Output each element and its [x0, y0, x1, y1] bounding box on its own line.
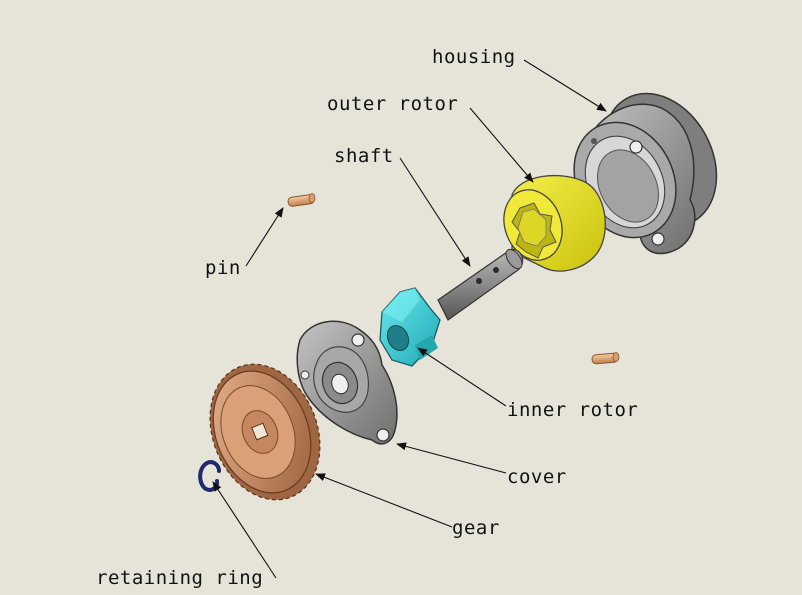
leader-gear	[315, 473, 453, 528]
outer-rotor-part	[503, 174, 606, 272]
leader-shaft	[399, 157, 471, 267]
label-cover: cover	[507, 466, 567, 488]
label-housing: housing	[432, 46, 516, 68]
leader-retaining-ring	[212, 481, 277, 579]
leader-inner-rotor	[417, 347, 507, 407]
inner-rotor-part	[379, 287, 441, 367]
gear-part	[209, 363, 321, 501]
cover-part	[296, 320, 398, 445]
leader-cover	[396, 442, 507, 474]
label-gear: gear	[452, 517, 500, 539]
label-shaft: shaft	[334, 145, 394, 167]
leader-pin	[245, 207, 284, 267]
pin-part-left	[287, 193, 316, 207]
pin-part-right	[591, 352, 620, 365]
label-retaining-ring: retaining ring	[96, 567, 264, 589]
label-inner-rotor: inner rotor	[507, 399, 639, 421]
shaft-part	[437, 248, 524, 321]
retaining-ring-part	[198, 460, 221, 492]
housing-part	[573, 92, 718, 255]
label-outer-rotor: outer rotor	[327, 93, 459, 115]
label-pin: pin	[205, 257, 241, 279]
leader-housing	[523, 59, 607, 112]
leader-outer-rotor	[469, 107, 534, 183]
